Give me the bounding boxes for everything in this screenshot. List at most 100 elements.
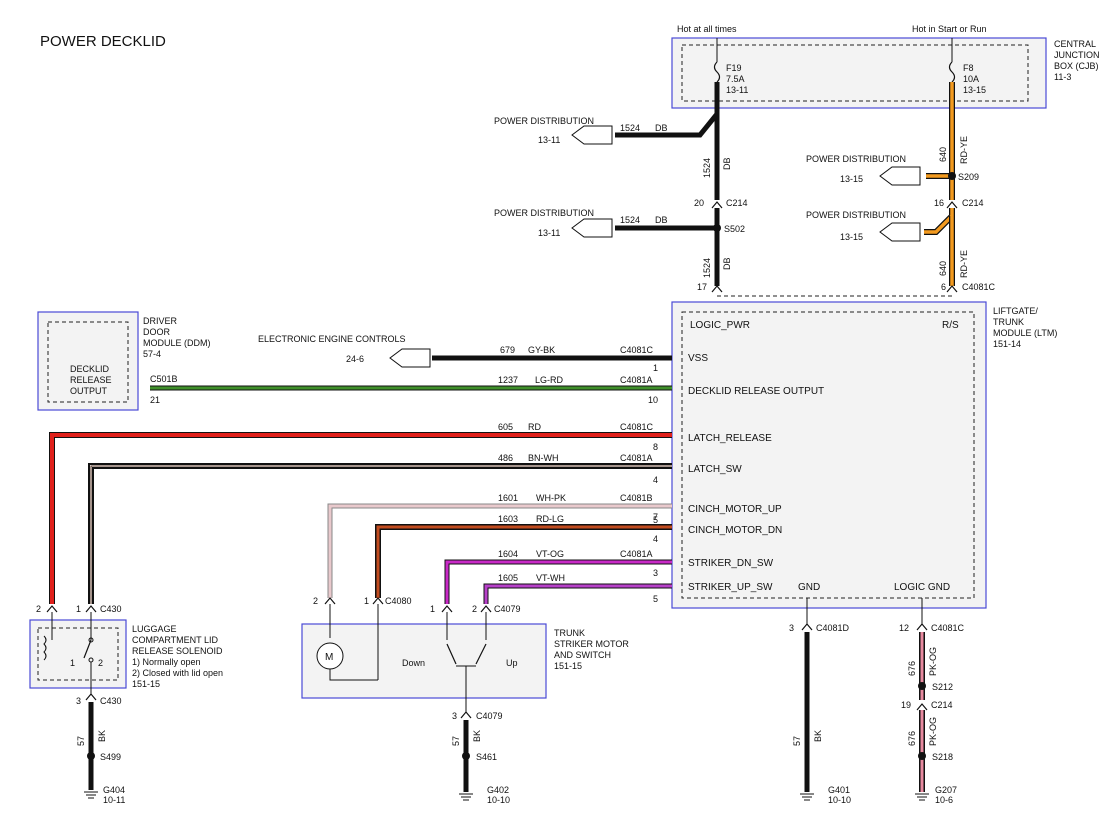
connector-c430-bottom-icon — [85, 693, 97, 701]
pin-12: 12 — [899, 623, 909, 633]
pin-2c: 2 — [472, 604, 477, 614]
splice-s218-label: S218 — [932, 752, 953, 762]
ground-g402-icon — [459, 793, 473, 801]
ltm-cinch-motor-up: CINCH_MOTOR_UP — [688, 504, 782, 515]
wire-color-db-b: DB — [655, 215, 668, 225]
connector-c214-right-icon — [946, 201, 958, 209]
eec-connector — [389, 348, 431, 368]
wire-number-676-a: 676 — [907, 661, 917, 676]
splice-s502 — [713, 224, 721, 232]
pin-16: 16 — [934, 198, 944, 208]
cjb-box — [671, 37, 1047, 109]
pin-5b: 5 — [653, 594, 658, 604]
ltm-label-3: MODULE (LTM) — [993, 328, 1057, 338]
wire-1605-vt-wh — [483, 583, 672, 604]
connector-c214-left: C214 — [726, 198, 748, 208]
ltm-rs: R/S — [942, 320, 959, 331]
pin-20: 20 — [694, 198, 704, 208]
power-dist-label-2: POWER DISTRIBUTION — [494, 208, 594, 218]
solenoid-label-6: 151-15 — [132, 679, 160, 689]
switch-up-icon — [475, 643, 487, 665]
wire-color-pk-og-b: PK-OG — [928, 717, 938, 746]
wire-number-1603: 1603 — [498, 514, 518, 524]
ltm-striker-dn-sw: STRIKER_DN_SW — [688, 558, 774, 569]
connector-c4079-top: C4079 — [494, 604, 521, 614]
solenoid-label-4: 1) Normally open — [132, 657, 201, 667]
wire-color-bk-c: BK — [813, 730, 823, 742]
ddm-inner-1: DECKLID — [70, 364, 110, 374]
connector-c4079-bottom: C4079 — [476, 711, 503, 721]
pin-8: 8 — [653, 442, 658, 452]
fuse-f8-id: F8 — [963, 63, 974, 73]
splice-s209-label: S209 — [958, 172, 979, 182]
wire-number-640-a: 640 — [938, 147, 948, 162]
solenoid-label-2: COMPARTMENT LID — [132, 635, 219, 645]
splice-s209 — [948, 172, 956, 180]
pin-2b: 2 — [313, 596, 318, 606]
wire-number-1524-c: 1524 — [702, 158, 712, 178]
fuse-f8-rating: 10A — [963, 74, 979, 84]
ltm-gnd: GND — [798, 582, 820, 593]
pin-19: 19 — [901, 700, 911, 710]
connector-c4079-bottom-icon — [460, 711, 472, 719]
ltm-logic-gnd: LOGIC GND — [894, 582, 950, 593]
solenoid-label-5: 2) Closed with lid open — [132, 668, 223, 678]
wire-number-57-a: 57 — [76, 736, 86, 746]
striker-label-1: TRUNK — [554, 628, 585, 638]
wire-color-db-c: DB — [722, 157, 732, 170]
ltm-label-2: TRUNK — [993, 317, 1024, 327]
ltm-label-4: 151-14 — [993, 339, 1021, 349]
wire-1604-vt-og — [444, 559, 672, 604]
ground-g404-icon — [84, 791, 98, 799]
cjb-label-4: 11-3 — [1054, 72, 1071, 82]
connector-6-icon — [946, 285, 958, 293]
wire-number-486: 486 — [498, 453, 513, 463]
ground-g404-ref: 10-11 — [103, 795, 125, 805]
pin-1b: 1 — [76, 604, 81, 614]
fuse-f8-ref: 13-15 — [963, 85, 986, 95]
ground-g402-id: G402 — [487, 785, 509, 795]
solenoid-box — [29, 619, 127, 689]
connector-c4079-pin1-icon — [441, 605, 453, 613]
fuse-f19-icon — [713, 61, 721, 83]
power-dist-connector-2 — [571, 218, 613, 238]
wire-number-1524-b: 1524 — [620, 215, 640, 225]
switch-down-label: Down — [402, 658, 425, 668]
pin-3d: 3 — [789, 623, 794, 633]
power-dist-label-3: POWER DISTRIBUTION — [806, 154, 906, 164]
splice-s212-label: S212 — [932, 682, 953, 692]
ground-g207-icon — [915, 793, 929, 801]
ddm-label-4: 57-4 — [143, 349, 161, 359]
fuse-f8-icon — [948, 61, 956, 83]
ltm-decklid-release-output: DECKLID RELEASE OUTPUT — [688, 386, 824, 397]
wire-486-bn-wh — [88, 463, 672, 604]
wire-color-bn-wh: BN-WH — [528, 453, 559, 463]
power-dist-ref-4: 13-15 — [840, 232, 863, 242]
wire-color-vt-wh: VT-WH — [536, 573, 565, 583]
wire-number-1604: 1604 — [498, 549, 518, 559]
connector-c4081d-icon — [801, 623, 813, 631]
connector-c4081c-gnd-icon — [916, 623, 928, 631]
solenoid-label-1: LUGGAGE — [132, 624, 177, 634]
connector-c4081c-gnd: C4081C — [931, 623, 965, 633]
wire-number-1237: 1237 — [498, 375, 518, 385]
eec-label: ELECTRONIC ENGINE CONTROLS — [258, 334, 406, 344]
ddm-label-1: DRIVER — [143, 316, 178, 326]
hot-in-start-run-label: Hot in Start or Run — [912, 24, 987, 34]
pin-1: 1 — [653, 363, 658, 373]
pin-2: 2 — [36, 604, 41, 614]
wire-color-rd-ye-a: RD-YE — [959, 136, 969, 164]
pin-3c: 3 — [452, 711, 457, 721]
wire-color-pk-og-a: PK-OG — [928, 647, 938, 676]
wire-color-rd-lg: RD-LG — [536, 514, 564, 524]
wire-color-gy-bk: GY-BK — [528, 345, 555, 355]
pin-17: 17 — [697, 282, 707, 292]
cjb-label-2: JUNCTION — [1054, 50, 1100, 60]
ltm-latch-sw: LATCH_SW — [688, 464, 742, 475]
wire-number-679: 679 — [500, 345, 515, 355]
ground-g401-ref: 10-10 — [828, 795, 851, 805]
wire-number-1524-a: 1524 — [620, 123, 640, 133]
power-dist-connector-4 — [879, 222, 921, 242]
wire-number-640-b: 640 — [938, 261, 948, 276]
power-dist-ref-1: 13-11 — [538, 135, 560, 145]
